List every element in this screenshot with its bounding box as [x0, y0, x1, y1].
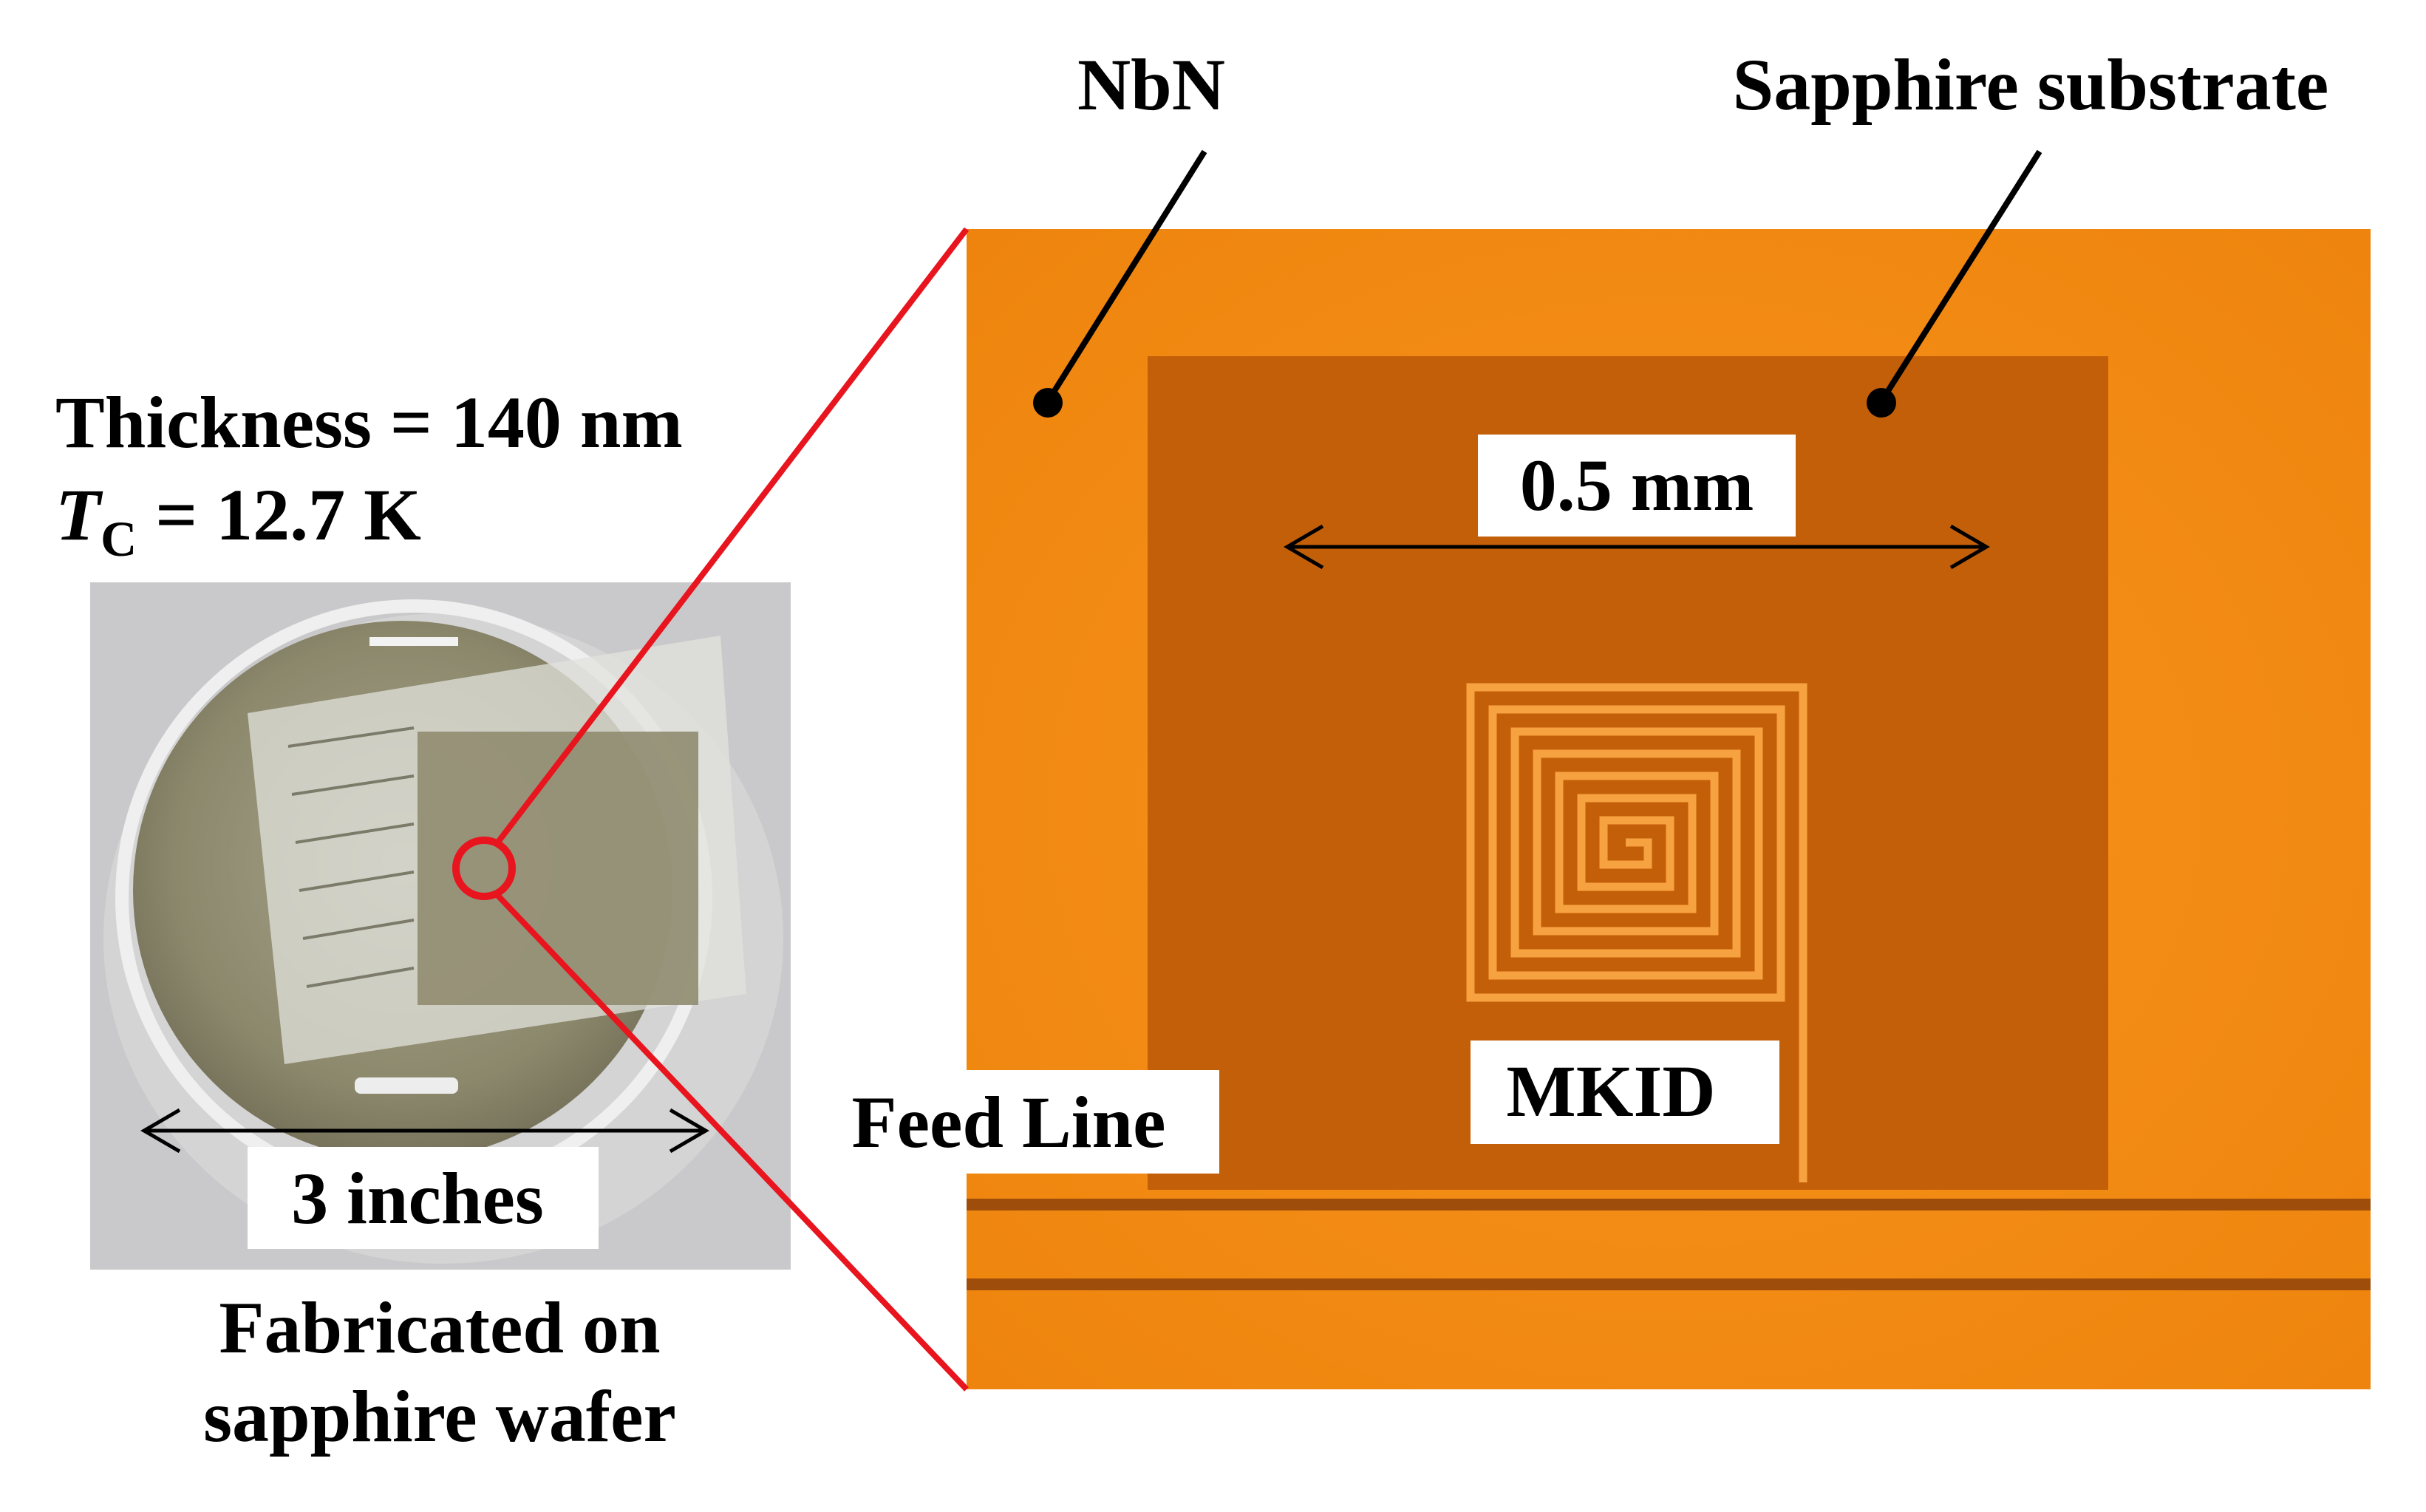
- feed-line-label-box: [805, 1070, 1219, 1174]
- mkid-label-box: [1471, 1041, 1779, 1144]
- feed-line-label: Feed Line: [852, 1081, 1166, 1163]
- tc-symbol: T: [55, 474, 103, 556]
- substrate-pointer: [1867, 149, 2042, 418]
- zoom-line-top: [494, 227, 970, 846]
- tc-value: = 12.7 K: [137, 474, 421, 556]
- wafer-size-label: 3 inches: [291, 1157, 544, 1239]
- substrate-label: Sapphire substrate: [1733, 44, 2329, 126]
- zoom-line-bottom: [494, 892, 969, 1392]
- thickness-label: Thickness = 140 nm: [55, 381, 683, 463]
- width-label: 0.5 mm: [1520, 444, 1754, 526]
- mkid-spiral-resonator: [1466, 683, 1807, 1182]
- wafer-size-label-box: [248, 1147, 599, 1249]
- mkid-label: MKID: [1506, 1050, 1715, 1132]
- tc-label: TC = 12.7 K: [55, 474, 421, 567]
- mkid-micrograph: [967, 229, 2371, 1389]
- caption-line-2: sapphire wafer: [203, 1375, 676, 1457]
- zoom-indicator: [452, 227, 970, 1392]
- nbn-pointer: [1033, 149, 1207, 418]
- width-label-box: [1478, 435, 1796, 537]
- tc-subscript: C: [100, 511, 137, 567]
- caption-line-1: Fabricated on: [219, 1287, 660, 1369]
- zoom-circle: [452, 837, 516, 900]
- width-arrow: [1284, 524, 1990, 570]
- nbn-label: NbN: [1077, 44, 1225, 126]
- feed-line: [967, 1199, 2371, 1210]
- wafer-size-arrow: [140, 1108, 709, 1154]
